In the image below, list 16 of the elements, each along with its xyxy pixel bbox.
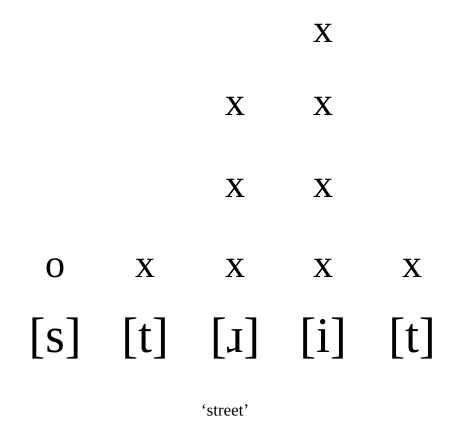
segment-label: [t]: [125, 317, 165, 359]
sonority-mark: x: [313, 96, 332, 115]
segment-label: [s]: [32, 317, 78, 359]
sonority-mark: x: [225, 178, 244, 197]
segment-label: [t]: [392, 317, 432, 359]
sonority-mark: x: [135, 258, 154, 277]
sonority-mark: x: [313, 178, 332, 197]
segment-label: [i]: [303, 317, 343, 359]
sonority-mark: x: [313, 258, 332, 277]
segment-label: [ɹ]: [214, 317, 256, 359]
caption: ‘street’: [202, 404, 248, 416]
sonority-mark: x: [225, 96, 244, 115]
sonority-mark: o: [46, 258, 64, 278]
sonority-mark: x: [402, 258, 422, 277]
sonority-mark: x: [313, 24, 332, 42]
sonority-mark: x: [225, 258, 244, 277]
